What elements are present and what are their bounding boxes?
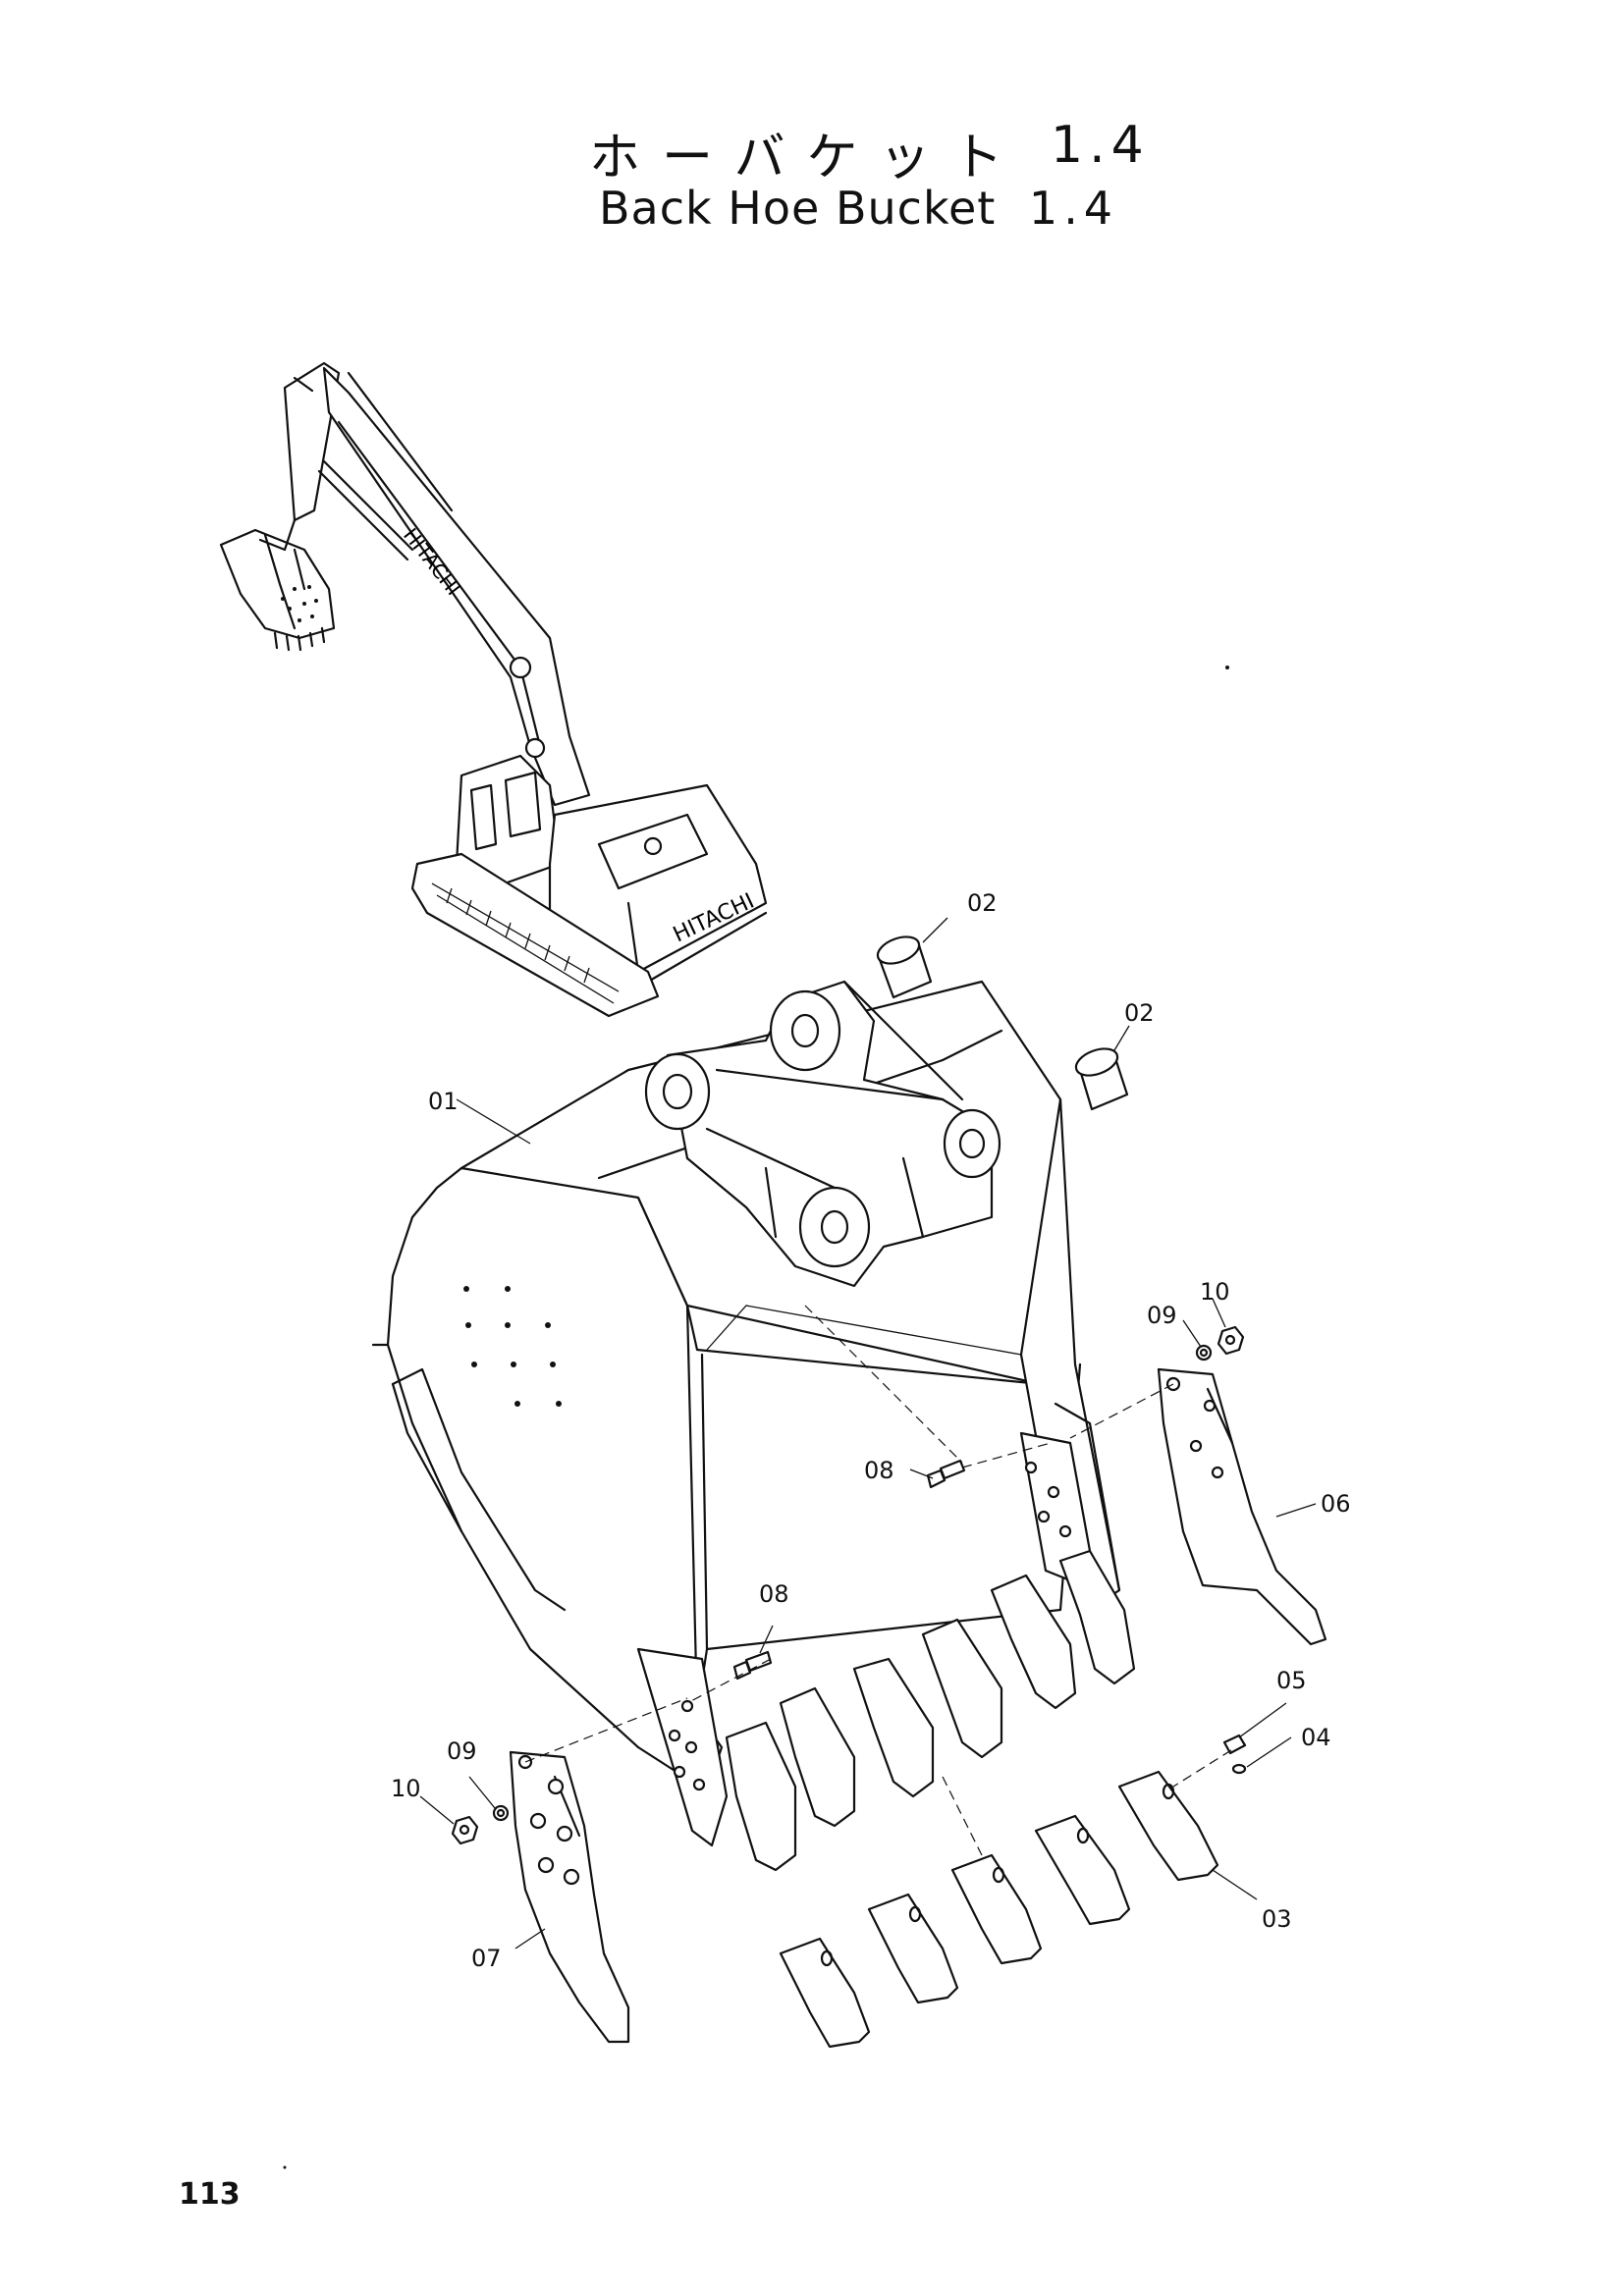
callout-02-right: 02 [1124,999,1155,1027]
bolt-upper [926,1459,966,1489]
tooth-adapters [725,1549,1136,1872]
leader-lines [419,917,1317,1949]
callout-09-right: 09 [1147,1302,1177,1329]
title-japanese-number: 1.4 [1051,116,1150,175]
tooth-points [779,1770,1219,2049]
callout-04: 04 [1301,1724,1331,1751]
nut-left [451,1815,479,1845]
callout-09-left: 09 [447,1737,477,1765]
side-cutter-right [1157,1367,1327,1646]
title-japanese: ホーバケット 1.4 [589,116,1144,189]
side-cutter-left [509,1750,630,2044]
nut-right [1217,1325,1245,1356]
side-plate-holes [463,1286,562,1407]
callout-05: 05 [1276,1667,1307,1694]
title-english: Back Hoe Bucket 1.4 [599,182,1118,235]
title-japanese-text: ホーバケット [589,129,1025,187]
bucket-body [371,980,1136,1872]
page-number: 113 [179,2177,241,2212]
bushing-right [1074,1047,1129,1111]
callout-06: 06 [1321,1490,1351,1518]
washer-right [1195,1344,1213,1362]
callout-10-left: 10 [391,1775,421,1802]
title-english-number: 1.4 [1028,182,1119,235]
excavator-illustration: HITACHI HITACHI [219,361,768,1018]
callout-07: 07 [471,1945,502,1972]
washer-left [492,1804,510,1822]
callout-08-lower: 08 [759,1580,789,1608]
callout-08-upper: 08 [864,1457,894,1484]
title-english-text: Back Hoe Bucket [599,182,997,235]
callout-labels: 02 02 01 10 09 06 08 08 05 04 03 09 10 0… [391,889,1351,1972]
callout-02-top: 02 [967,889,998,917]
bolt-lower [732,1650,773,1681]
bushing-top [876,935,933,999]
lock-washer [1231,1763,1247,1775]
lock-pin [1222,1734,1247,1755]
callout-03: 03 [1262,1905,1292,1933]
callout-01: 01 [428,1088,459,1115]
callout-10-right: 10 [1200,1278,1230,1306]
